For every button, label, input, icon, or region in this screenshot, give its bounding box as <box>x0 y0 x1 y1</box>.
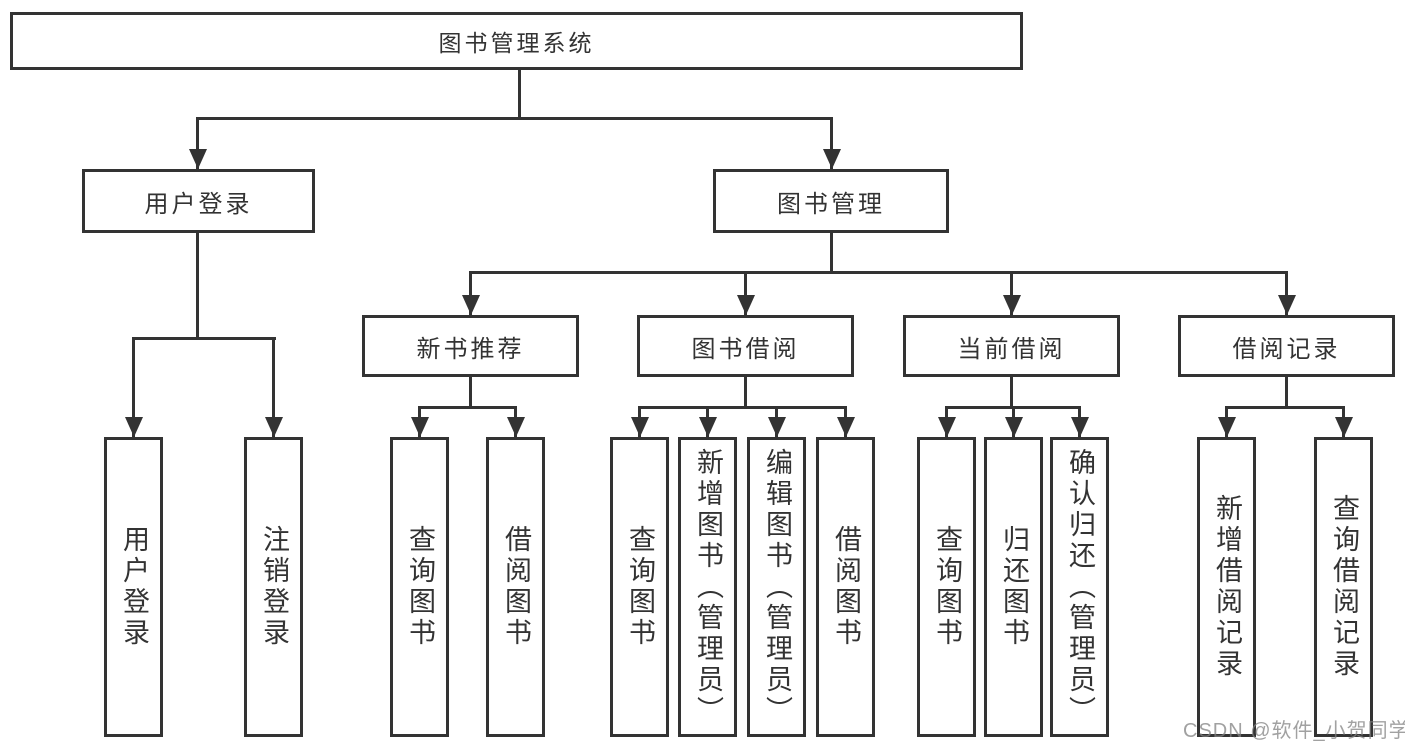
arrow-down-icon <box>1278 295 1296 315</box>
leaf-query-borrow-record: 查询借阅记录 <box>1314 437 1373 737</box>
leaf-add-book-admin: 新增图书（管理员） <box>678 437 737 737</box>
connector-line <box>132 337 135 437</box>
leaf-logout: 注销登录 <box>244 437 303 737</box>
leaf-return-book: 归还图书 <box>984 437 1043 737</box>
connector-line <box>469 377 472 409</box>
leaf-borrow-book: 借阅图书 <box>816 437 875 737</box>
arrow-down-icon <box>462 295 480 315</box>
connector-line <box>830 233 833 274</box>
connector-line <box>272 337 275 437</box>
arrow-down-icon <box>823 149 841 169</box>
connector-line <box>196 117 833 120</box>
arrow-down-icon <box>737 295 755 315</box>
connector-line <box>1285 377 1288 409</box>
leaf-query-book-borrow: 查询图书 <box>610 437 669 737</box>
connector-line <box>418 406 517 409</box>
connector-line <box>196 117 199 169</box>
node-user-login: 用户登录 <box>82 169 315 233</box>
arrow-down-icon <box>1335 417 1353 437</box>
connector-line <box>1285 271 1288 315</box>
arrow-down-icon <box>699 417 717 437</box>
arrow-down-icon <box>125 417 143 437</box>
connector-line <box>1010 271 1013 315</box>
arrow-down-icon <box>1071 417 1089 437</box>
arrow-down-icon <box>938 417 956 437</box>
leaf-user-login: 用户登录 <box>104 437 163 737</box>
node-borrow-records: 借阅记录 <box>1178 315 1395 377</box>
connector-line <box>469 271 1288 274</box>
arrow-down-icon <box>1003 295 1021 315</box>
node-new-book-recommend: 新书推荐 <box>362 315 579 377</box>
connector-line <box>132 337 276 340</box>
node-book-management: 图书管理 <box>713 169 949 233</box>
leaf-edit-book-admin: 编辑图书（管理员） <box>747 437 806 737</box>
leaf-query-book-current: 查询图书 <box>917 437 976 737</box>
leaf-query-book-recommend: 查询图书 <box>390 437 449 737</box>
leaf-borrow-book-recommend: 借阅图书 <box>486 437 545 737</box>
connector-line <box>744 271 747 315</box>
connector-line <box>518 70 521 120</box>
connector-line <box>196 233 199 340</box>
connector-line <box>830 117 833 169</box>
connector-line <box>638 406 847 409</box>
arrow-down-icon <box>1005 417 1023 437</box>
arrow-down-icon <box>837 417 855 437</box>
arrow-down-icon <box>265 417 283 437</box>
connector-line <box>469 271 472 315</box>
node-book-borrow: 图书借阅 <box>637 315 854 377</box>
arrow-down-icon <box>507 417 525 437</box>
node-library-system: 图书管理系统 <box>10 12 1023 70</box>
arrow-down-icon <box>189 149 207 169</box>
arrow-down-icon <box>768 417 786 437</box>
csdn-watermark: CSDN @软件_小贺同学 <box>1183 720 1405 742</box>
arrow-down-icon <box>631 417 649 437</box>
leaf-add-borrow-record: 新增借阅记录 <box>1197 437 1256 737</box>
connector-line <box>1010 377 1013 409</box>
connector-line <box>744 377 747 409</box>
arrow-down-icon <box>411 417 429 437</box>
arrow-down-icon <box>1218 417 1236 437</box>
node-current-borrow: 当前借阅 <box>903 315 1120 377</box>
connector-line <box>1225 406 1345 409</box>
leaf-confirm-return-admin: 确认归还（管理员） <box>1050 437 1109 737</box>
